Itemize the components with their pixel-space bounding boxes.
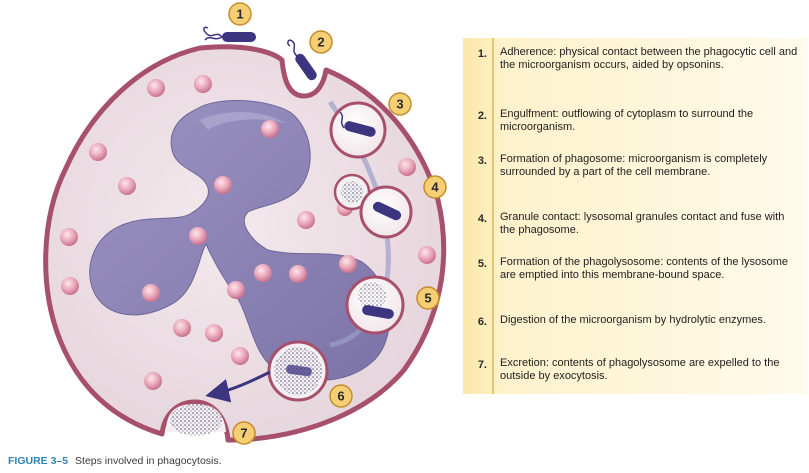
legend-step-number: 1. (477, 48, 487, 60)
granule (89, 143, 107, 161)
granule (118, 177, 136, 195)
bacterium-adherence (203, 26, 256, 42)
granule (227, 281, 245, 299)
exocytosis-debris (166, 404, 226, 436)
step-marker-label: 7 (240, 426, 247, 441)
legend-step-number: 6. (477, 316, 487, 328)
legend-step-number: 2. (477, 110, 487, 122)
legend-step-text: Formation of phagosome: microorganism is… (500, 153, 768, 178)
granule (61, 277, 79, 295)
step-marker-2: 2 (309, 30, 333, 54)
digestion-vesicle (267, 340, 329, 402)
step-marker-5: 5 (416, 286, 440, 310)
figure-caption-text: Steps involved in phagocytosis. (75, 455, 222, 467)
granule (205, 324, 223, 342)
legend-step-text: Digestion of the microorganism by hydrol… (500, 314, 766, 326)
granule (194, 75, 212, 93)
granule (60, 228, 78, 246)
granule (189, 227, 207, 245)
legend-step-number: 5. (477, 258, 487, 270)
legend-step-text: Adherence: physical contact between the … (500, 46, 798, 71)
granule-contact (333, 173, 413, 239)
phagosome (329, 101, 387, 159)
granule (261, 120, 279, 138)
step-marker-1: 1 (228, 2, 252, 26)
step-marker-6: 6 (329, 384, 353, 408)
granule (142, 284, 160, 302)
step-marker-label: 5 (424, 291, 431, 306)
legend-step-text: Engulfment: outflowing of cytoplasm to s… (500, 108, 754, 133)
nucleus-highlight (200, 112, 286, 130)
legend-step-text: Excretion: contents of phagolysosome are… (500, 357, 780, 382)
step-marker-label: 4 (431, 180, 439, 195)
figure-label: FIGURE 3–5 (8, 455, 69, 467)
granule (297, 211, 315, 229)
step-marker-label: 3 (396, 97, 403, 112)
step-marker-label: 2 (317, 35, 324, 50)
lysosomal-granules (60, 75, 436, 390)
step-marker-label: 1 (236, 7, 243, 22)
legend-step-number: 4. (477, 213, 487, 225)
granule (214, 176, 232, 194)
granule (254, 264, 272, 282)
steps-legend-panel: 1. Adherence: physical contact between t… (463, 38, 808, 394)
step-marker-7: 7 (232, 421, 256, 445)
granule (147, 79, 165, 97)
legend-step-text: Granule contact: lysosomal granules cont… (500, 211, 785, 236)
phagocytosis-diagram: 1 2 3 4 5 6 7 (43, 2, 447, 445)
granule (339, 255, 357, 273)
phagolysosome (345, 275, 405, 335)
excretion-arrow (205, 370, 271, 403)
nucleus (89, 99, 390, 381)
legend-step-number: 7. (477, 359, 487, 371)
granule (231, 347, 249, 365)
legend-step-text: Formation of the phagolysosome: contents… (500, 256, 788, 281)
step-marker-label: 6 (337, 389, 344, 404)
granule (398, 158, 416, 176)
legend-step-number: 3. (477, 155, 487, 167)
granule (418, 246, 436, 264)
step-marker-3: 3 (388, 92, 412, 116)
granule (173, 319, 191, 337)
granule (289, 265, 307, 283)
figure-caption: FIGURE 3–5 Steps involved in phagocytosi… (8, 455, 222, 467)
step-marker-4: 4 (423, 175, 447, 199)
bacterium-engulfment (287, 39, 317, 81)
granule (144, 372, 162, 390)
